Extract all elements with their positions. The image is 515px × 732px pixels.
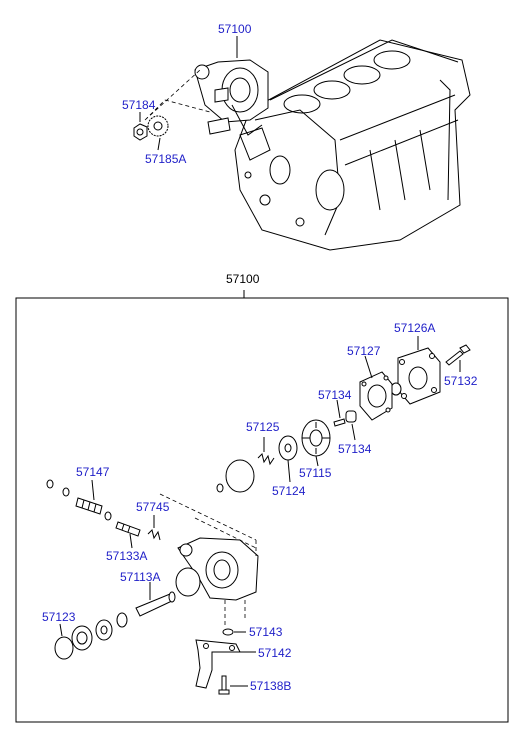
nut-57184-illustration [133, 123, 148, 141]
part-label-57133A[interactable]: 57133A [106, 549, 148, 563]
seal-57123-inner-illustration [76, 631, 88, 645]
o-ring-left-illustration [104, 511, 112, 521]
bolt-57138B-illustration [218, 675, 230, 695]
part-label-57127[interactable]: 57127 [347, 344, 381, 358]
part-label-57125[interactable]: 57125 [246, 420, 280, 434]
spring-57125-illustration [257, 453, 275, 466]
part-label-57134-pin[interactable]: 57134 [318, 388, 352, 402]
shaft-57113A-illustration [135, 591, 176, 617]
part-label-57142[interactable]: 57142 [258, 646, 292, 660]
leader-dashed [159, 493, 257, 556]
part-label-57143[interactable]: 57143 [249, 625, 283, 639]
leader-line [157, 137, 161, 151]
part-label-57115[interactable]: 57115 [299, 466, 332, 480]
engine-block-illustration [234, 39, 471, 251]
washer-illustration [116, 612, 128, 628]
plate-57124-illustration [278, 435, 298, 461]
part-label-57184[interactable]: 57184 [122, 98, 156, 112]
part-label-57138B[interactable]: 57138B [250, 679, 292, 693]
pump-housing-illustration [177, 537, 259, 601]
leader-line [91, 479, 95, 501]
pin-57134-small-illustration [333, 418, 346, 427]
leader-line [129, 533, 133, 549]
part-label-57745[interactable]: 57745 [136, 500, 170, 514]
gasket-57127-illustration [359, 371, 393, 421]
leader-line [351, 423, 356, 441]
part-label-57124[interactable]: 57124 [272, 484, 306, 498]
o-ring-small-illustration [216, 483, 224, 493]
cover-plate-57126A-illustration [397, 347, 441, 405]
fitting-57147-illustration [75, 497, 103, 515]
leader-line [287, 459, 291, 483]
o-ring-left-illustration [62, 487, 70, 497]
o-ring-illustration [225, 459, 255, 493]
bearing-inner-illustration [100, 625, 108, 635]
assembly-frame [15, 297, 509, 723]
rotor-57115-illustration [301, 419, 331, 457]
part-label-57126A[interactable]: 57126A [394, 321, 436, 335]
leader-dashed [144, 69, 211, 121]
gear-57185A-illustration [147, 115, 169, 137]
leader-line [59, 623, 63, 637]
part-label-57132[interactable]: 57132 [444, 374, 478, 388]
assembly-label-57100: 57100 [226, 272, 260, 286]
part-label-57100[interactable]: 57100 [218, 22, 252, 36]
part-label-57113A[interactable]: 57113A [120, 570, 161, 584]
leader-line [364, 355, 373, 379]
part-label-57134-bushing[interactable]: 57134 [338, 442, 372, 456]
part-label-57147[interactable]: 57147 [76, 465, 110, 479]
leader-line [315, 455, 319, 467]
o-ring-housing-illustration [175, 567, 201, 597]
leader-line [336, 399, 341, 419]
pin-57134-illustration [345, 410, 357, 423]
bolt-57132-illustration [445, 344, 471, 366]
spring-57745-illustration [147, 529, 161, 541]
part-label-57123[interactable]: 57123 [42, 610, 76, 624]
o-ring-left-illustration [46, 479, 54, 489]
oil-pump-top-illustration [194, 59, 269, 136]
part-label-57185A[interactable]: 57185A [145, 152, 187, 166]
o-ring-57143-illustration [222, 628, 234, 636]
strainer-pipe-57142-illustration [195, 639, 241, 689]
sensor-57133A-illustration [115, 521, 141, 537]
snap-ring-illustration [54, 636, 74, 660]
